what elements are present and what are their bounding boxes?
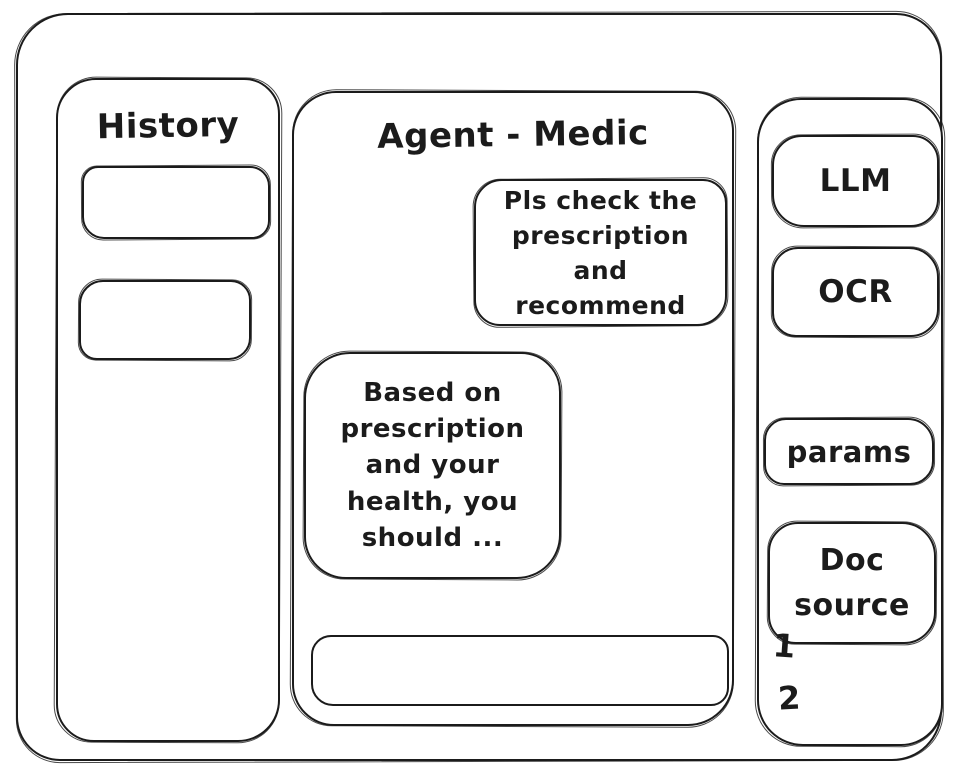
- llm-button[interactable]: LLM: [772, 135, 939, 227]
- history-item[interactable]: [79, 280, 251, 360]
- message-input[interactable]: [311, 635, 729, 706]
- chat-panel: Agent - Medic Pls check the prescription…: [292, 91, 734, 726]
- agent-message-bubble: Based on prescription and your health, y…: [304, 352, 561, 579]
- history-panel: History: [56, 78, 280, 742]
- user-message-bubble: Pls check the prescription and recommend: [474, 179, 727, 326]
- doc-source-item[interactable]: 2: [777, 678, 802, 718]
- params-button[interactable]: params: [764, 418, 934, 485]
- page-title: Agent - Medic: [376, 113, 650, 157]
- doc-source-button[interactable]: Doc source: [768, 522, 936, 644]
- tools-panel: LLM OCR params Doc source 1 2: [757, 98, 943, 746]
- history-title: History: [96, 104, 240, 148]
- doc-source-item[interactable]: 1: [771, 626, 798, 666]
- ocr-button[interactable]: OCR: [772, 247, 939, 337]
- app-window-frame: History Agent - Medic Pls check the pres…: [16, 13, 943, 761]
- history-item[interactable]: [82, 166, 270, 239]
